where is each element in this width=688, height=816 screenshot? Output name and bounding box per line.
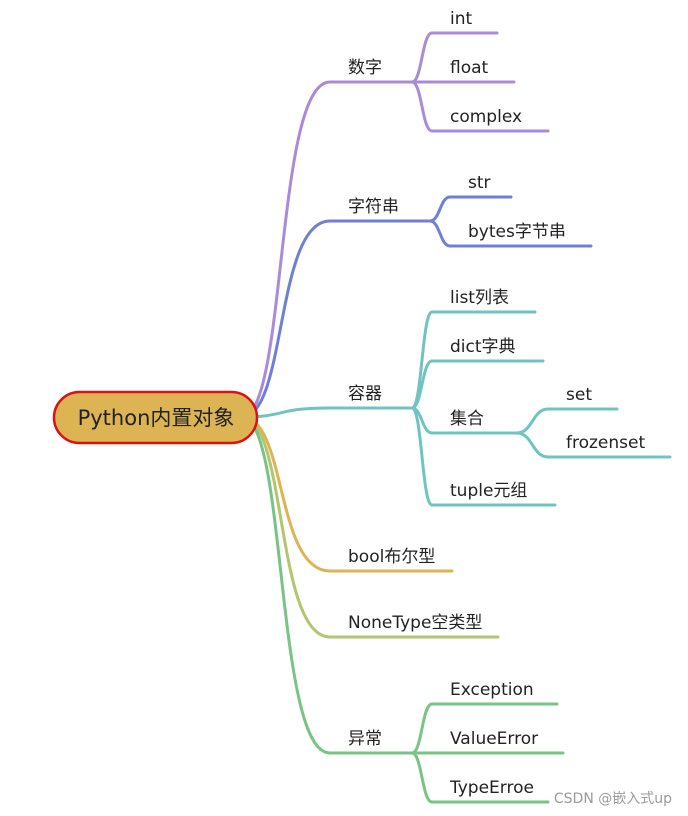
child-node-2-3[interactable]: tuple元组 (430, 481, 557, 507)
branch-edge-4 (240, 415, 332, 639)
branch-edge-0 (240, 80, 332, 419)
branch-node-2[interactable]: 容器 (328, 384, 414, 410)
branch-node-1[interactable]: 字符串 (328, 197, 432, 223)
branch-node-3[interactable]: bool布尔型 (328, 547, 454, 573)
child-edge-0-2 (410, 80, 434, 133)
child-node-2-3-label: tuple元组 (450, 481, 527, 501)
branch-node-0-label: 数字 (348, 58, 382, 78)
child-node-2-0-label: list列表 (450, 288, 509, 308)
branch-node-5-label: 异常 (348, 729, 382, 749)
child-node-0-0[interactable]: int (430, 9, 499, 35)
child-node-1-0[interactable]: str (448, 173, 513, 199)
mindmap-edges (240, 31, 550, 804)
grandchild-node-2-2-0[interactable]: set (546, 385, 619, 411)
child-node-5-0[interactable]: Exception (430, 680, 559, 706)
child-edge-5-0 (410, 702, 434, 755)
grandchild-edge-2-2-1 (515, 431, 550, 459)
child-node-5-0-label: Exception (450, 680, 534, 700)
child-node-0-1[interactable]: float (430, 58, 516, 84)
child-node-5-2-label: TypeErroe (449, 778, 534, 798)
root-node[interactable]: Python内置对象 (52, 390, 259, 445)
grandchild-node-2-2-0-label: set (566, 385, 592, 405)
child-node-0-0-label: int (450, 9, 472, 29)
child-edge-5-2 (410, 751, 434, 804)
branch-node-2-label: 容器 (348, 384, 382, 404)
child-node-0-2[interactable]: complex (430, 107, 550, 133)
branch-node-0[interactable]: 数字 (328, 58, 414, 84)
child-node-1-1[interactable]: bytes字节串 (448, 222, 593, 248)
child-node-1-1-label: bytes字节串 (468, 222, 566, 242)
child-edge-2-0 (410, 310, 434, 410)
child-node-5-1-label: ValueError (450, 729, 538, 749)
child-node-5-2[interactable]: TypeErroe (430, 778, 550, 804)
child-node-2-1-label: dict字典 (450, 337, 516, 357)
branch-edge-1 (240, 219, 332, 419)
child-node-0-2-label: complex (450, 107, 522, 127)
branch-node-4[interactable]: NoneType空类型 (328, 613, 500, 639)
grandchild-node-2-2-1[interactable]: frozenset (546, 433, 672, 459)
child-node-2-0[interactable]: list列表 (430, 288, 537, 314)
grandchild-edge-2-2-0 (515, 407, 550, 435)
child-edge-2-1 (410, 359, 434, 410)
branch-node-3-label: bool布尔型 (348, 547, 435, 567)
root-node-box (52, 390, 259, 445)
child-edge-1-1 (428, 219, 452, 248)
branch-edge-5 (240, 415, 332, 755)
child-node-5-1[interactable]: ValueError (430, 729, 565, 755)
child-node-2-2-label: 集合 (450, 409, 484, 429)
grandchild-node-2-2-1-label: frozenset (566, 433, 645, 453)
branch-node-4-label: NoneType空类型 (348, 613, 482, 633)
child-node-0-1-label: float (450, 58, 489, 78)
root-node-label: Python内置对象 (78, 406, 235, 430)
branch-node-5[interactable]: 异常 (328, 729, 414, 755)
child-edge-2-3 (410, 406, 434, 507)
child-node-2-1[interactable]: dict字典 (430, 337, 545, 363)
child-edge-1-0 (428, 195, 452, 223)
watermark: CSDN @嵌入式up (554, 791, 672, 807)
child-edge-0-0 (410, 31, 434, 84)
branch-node-1-label: 字符串 (348, 197, 399, 217)
child-node-2-2[interactable]: 集合 (430, 409, 519, 435)
child-node-1-0-label: str (468, 173, 491, 193)
